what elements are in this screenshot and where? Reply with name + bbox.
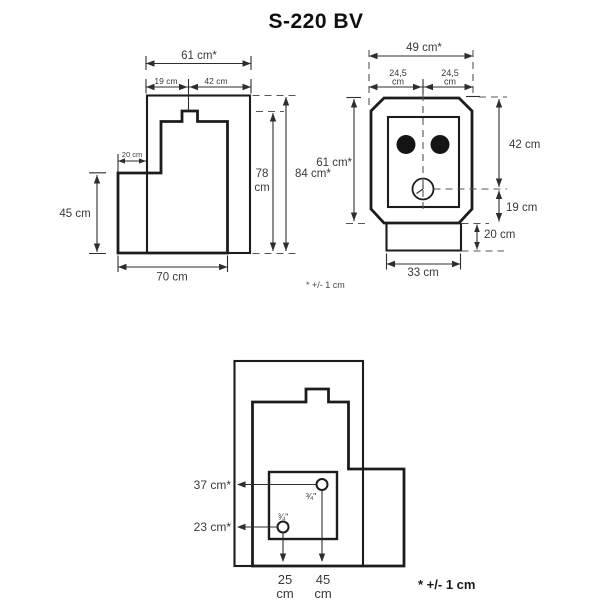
side-body-height-value: 78 bbox=[256, 168, 269, 180]
side-overall-width-label: 61 cm* bbox=[181, 50, 217, 62]
side-overall-height-label: 84 cm* bbox=[295, 168, 331, 180]
front-left-knob bbox=[396, 135, 416, 154]
front-dim-lower-section: 19 cm bbox=[495, 190, 537, 222]
rear-dim-upper-fitting-height: 37 cm* bbox=[194, 478, 316, 492]
side-hearth-depth-label: 20 cm bbox=[122, 150, 142, 159]
front-right-knob bbox=[430, 135, 450, 154]
front-dim-plinth-width: 33 cm bbox=[385, 253, 462, 279]
front-body-outline bbox=[369, 96, 474, 225]
rear-lower-fitting-offset-value: 25 bbox=[278, 572, 292, 587]
side-flue-back-label: 42 cm bbox=[204, 76, 227, 86]
front-view: 49 cm* 24,5 cm 24,5 cm bbox=[306, 42, 540, 290]
front-half-right-value: 24,5 bbox=[441, 68, 459, 78]
front-dim-plinth-height: 20 cm bbox=[474, 224, 515, 250]
front-plinth-width-label: 33 cm bbox=[407, 267, 438, 279]
front-half-left-unit: cm bbox=[392, 77, 404, 87]
rear-upper-fitting-offset-unit: cm bbox=[314, 586, 331, 600]
rear-dim-lower-fitting-height: 23 cm* bbox=[194, 520, 278, 534]
rear-lower-fitting-height-label: 23 cm* bbox=[194, 520, 232, 534]
rear-lower-fitting-offset-unit: cm bbox=[276, 586, 293, 600]
side-dim-overall-height: 84 cm* bbox=[282, 97, 331, 251]
side-dim-body-height: 78 cm bbox=[254, 113, 277, 251]
page-title: S-220 BV bbox=[268, 10, 363, 33]
front-upper-section-label: 42 cm bbox=[509, 139, 540, 151]
side-base-depth-label: 70 cm bbox=[156, 272, 187, 284]
front-dim-half-widths: 24,5 cm 24,5 cm bbox=[369, 68, 473, 94]
front-lower-section-label: 19 cm bbox=[506, 202, 537, 214]
front-overall-width-label: 49 cm* bbox=[406, 42, 442, 54]
side-dim-hearth-height: 45 cm bbox=[59, 172, 106, 255]
rear-lower-fitting bbox=[276, 520, 290, 534]
rear-dim-lower-fitting-offset: 25 cm bbox=[276, 532, 294, 600]
side-datum-dashes bbox=[252, 94, 296, 255]
front-dim-upper-section: 42 cm bbox=[495, 99, 540, 187]
side-dim-hearth-depth: 20 cm bbox=[117, 150, 146, 172]
front-dim-overall-width: 49 cm* bbox=[368, 42, 480, 110]
front-dim-body-height: 61 cm* bbox=[316, 96, 361, 221]
rear-view: ¾" ¾" 37 cm* 23 cm* 25 cm 45 cm * + bbox=[194, 359, 475, 600]
front-half-left-value: 24,5 bbox=[389, 68, 407, 78]
rear-stove-profile bbox=[251, 387, 406, 568]
front-plinth-height-label: 20 cm bbox=[484, 229, 515, 241]
rear-upper-fitting bbox=[315, 478, 329, 491]
rear-dim-upper-fitting-offset: 45 cm bbox=[314, 490, 332, 600]
side-view: 61 cm* 19 cm 42 cm 20 cm bbox=[59, 50, 331, 284]
rear-upper-fitting-height-label: 37 cm* bbox=[194, 478, 232, 492]
side-dim-base-depth: 70 cm bbox=[117, 255, 229, 284]
side-hearth-height-label: 45 cm bbox=[59, 208, 90, 220]
side-body-height-unit: cm bbox=[254, 182, 269, 194]
front-plinth-outline bbox=[385, 223, 463, 252]
rear-lower-fitting-size-label: ¾" bbox=[278, 512, 289, 522]
rear-upper-fitting-offset-value: 45 bbox=[316, 572, 330, 587]
side-stove-profile bbox=[116, 109, 229, 255]
side-dim-overall-width: 61 cm* bbox=[145, 50, 252, 70]
front-half-right-unit: cm bbox=[444, 77, 456, 87]
front-centerlines bbox=[346, 94, 507, 252]
tolerance-note-top: * +/- 1 cm bbox=[306, 280, 345, 290]
front-body-height-label: 61 cm* bbox=[316, 157, 352, 169]
side-flue-front-label: 19 cm bbox=[154, 76, 177, 86]
side-dim-flue-position: 19 cm 42 cm bbox=[145, 76, 252, 111]
tolerance-note-bottom: * +/- 1 cm bbox=[418, 577, 475, 592]
rear-upper-fitting-size-label: ¾" bbox=[306, 492, 317, 502]
